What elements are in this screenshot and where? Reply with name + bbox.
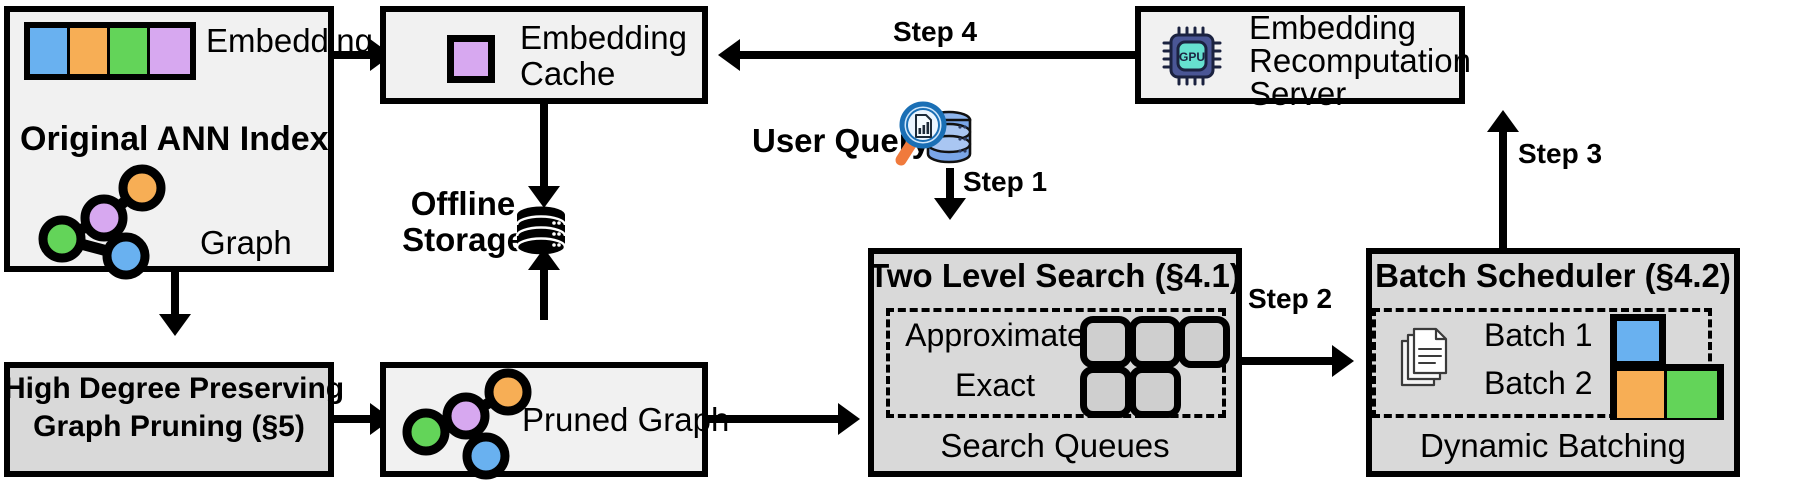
original-ann-index-title: Original ANN Index bbox=[20, 120, 329, 158]
arrow-step4-head bbox=[718, 39, 740, 71]
pruning-line1: High Degree Preserving bbox=[4, 372, 345, 405]
pruned-graph-icon bbox=[402, 368, 539, 480]
search-slots-exact bbox=[1080, 366, 1181, 418]
batch-2-chip-green bbox=[1667, 371, 1717, 418]
offline-storage-line2: Storage bbox=[402, 221, 525, 258]
arrow-step1-line bbox=[946, 168, 954, 200]
svg-text:GPU: GPU bbox=[1179, 50, 1205, 64]
arrow-ann-to-cache-stem bbox=[334, 51, 370, 59]
embedding-strip bbox=[24, 22, 196, 80]
embedding-cache-box bbox=[380, 6, 708, 104]
magnifier-database-icon bbox=[895, 98, 977, 170]
server-line2: Recomputation bbox=[1249, 42, 1471, 79]
arrow-step3-head bbox=[1487, 110, 1519, 132]
batch-2-chip-orange bbox=[1617, 371, 1667, 418]
embedding-cache-line1: Embedding bbox=[520, 19, 687, 56]
step-4-label: Step 4 bbox=[893, 16, 978, 47]
arrow-ann-to-cache-vertical bbox=[171, 272, 179, 316]
arrow-step4-line bbox=[740, 51, 1140, 59]
queue-slot[interactable] bbox=[1080, 316, 1132, 368]
high-degree-pruning-box bbox=[4, 362, 334, 477]
embedding-cache-chip bbox=[447, 35, 495, 83]
batch-2-chips bbox=[1610, 364, 1724, 420]
documents-stack-icon bbox=[1398, 327, 1450, 389]
search-slots-approximate bbox=[1080, 316, 1230, 368]
queue-slot[interactable] bbox=[1129, 316, 1181, 368]
original-graph-icon bbox=[36, 164, 176, 280]
queue-slot[interactable] bbox=[1080, 366, 1132, 418]
arrow-step2-head bbox=[1332, 345, 1354, 377]
batch-scheduler-title: Batch Scheduler (§4.2) bbox=[1375, 257, 1731, 294]
arrow-pruning-to-pruned-line bbox=[334, 415, 370, 423]
step-3-label: Step 3 bbox=[1518, 138, 1603, 169]
arrow-step2-line bbox=[1242, 357, 1332, 365]
batch-scheduler-box bbox=[1366, 248, 1740, 477]
search-row-label-exact: Exact bbox=[954, 367, 1036, 403]
offline-storage-line1: Offline bbox=[410, 185, 516, 222]
search-queues-footer: Search Queues bbox=[940, 427, 1170, 464]
server-line3: Server bbox=[1249, 75, 1347, 112]
batch-1-label: Batch 1 bbox=[1484, 317, 1593, 353]
dynamic-batching-footer: Dynamic Batching bbox=[1420, 427, 1686, 464]
step-2-label: Step 2 bbox=[1248, 283, 1333, 314]
arrow-cache-to-storage-head bbox=[528, 186, 560, 208]
arrow-pruned-to-storage-line bbox=[540, 268, 548, 320]
arrow-step1-head bbox=[934, 198, 966, 220]
embedding-cell-orange bbox=[70, 28, 111, 74]
two-level-search-title: Two Level Search (§4.1) bbox=[869, 257, 1241, 294]
search-row-label-approximate: Approximate bbox=[905, 317, 1085, 353]
embedding-cache-line2: Cache bbox=[520, 55, 616, 92]
server-line1: Embedding bbox=[1249, 9, 1416, 46]
gpu-chip-icon: GPU bbox=[1162, 26, 1223, 86]
embedding-cell-green bbox=[110, 28, 151, 74]
pruning-line2: Graph Pruning (§5) bbox=[33, 410, 305, 443]
batch-1-chip-blue bbox=[1610, 314, 1666, 368]
queue-slot[interactable] bbox=[1129, 366, 1181, 418]
step-1-label: Step 1 bbox=[963, 166, 1048, 197]
embedding-cell-blue bbox=[30, 28, 71, 74]
batch-2-label: Batch 2 bbox=[1484, 365, 1593, 401]
arrow-cache-to-storage-line bbox=[540, 104, 548, 188]
graph-label: Graph bbox=[200, 224, 292, 261]
arrow-pruned-to-search-head bbox=[838, 403, 860, 435]
arrow-ann-to-pruning-head bbox=[159, 314, 191, 336]
arrow-step3-line bbox=[1499, 130, 1507, 248]
queue-slot[interactable] bbox=[1178, 316, 1230, 368]
embedding-cell-purple bbox=[150, 28, 191, 74]
pruned-graph-label: Pruned Graph bbox=[522, 401, 730, 438]
arrow-pruned-to-search-line bbox=[708, 415, 838, 423]
dynamic-batching-dashed-region bbox=[1372, 308, 1712, 418]
arrow-pruned-to-storage-head bbox=[528, 248, 560, 270]
